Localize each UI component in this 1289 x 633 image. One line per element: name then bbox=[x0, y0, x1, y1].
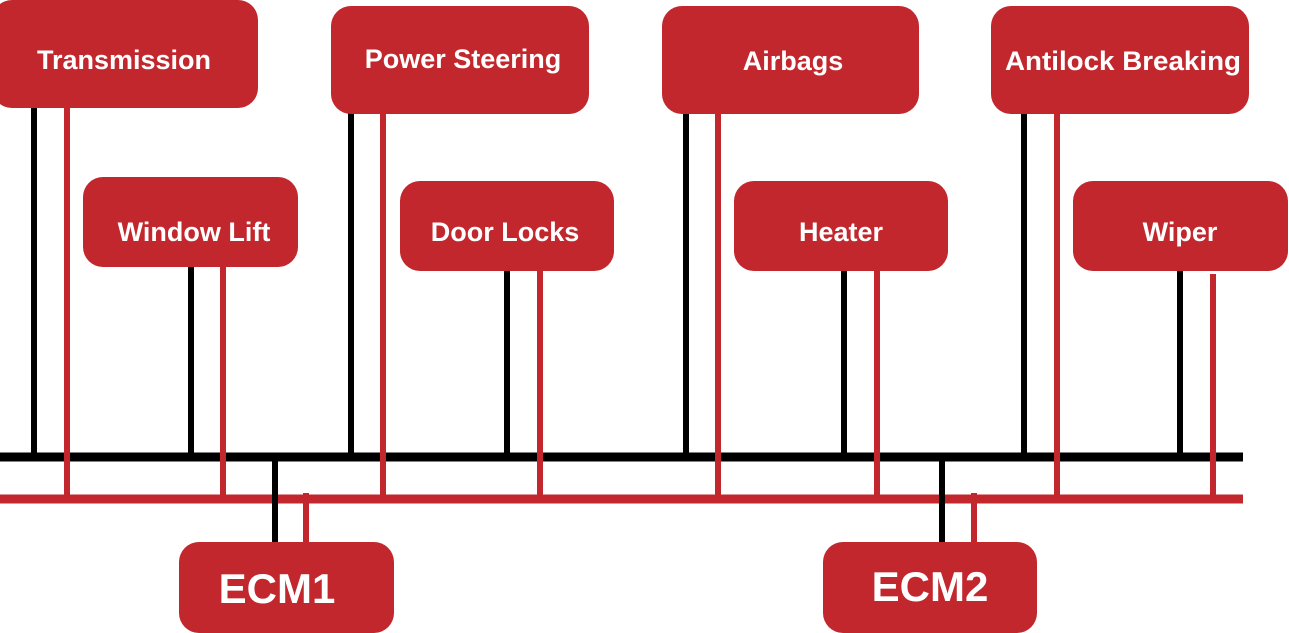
module-transmission: Transmission bbox=[0, 0, 258, 108]
controller-ecm2-box bbox=[823, 542, 1037, 633]
module-door-locks: Door Locks bbox=[400, 181, 614, 271]
module-transmission-label: Transmission bbox=[37, 45, 211, 75]
controller-ecm2-label: ECM2 bbox=[872, 563, 989, 610]
module-airbags: Airbags bbox=[662, 6, 919, 114]
module-window-lift-label: Window Lift bbox=[118, 217, 271, 247]
controller-ecm1-box bbox=[179, 542, 394, 633]
module-power-steering: Power Steering bbox=[331, 6, 589, 114]
module-power-steering-box bbox=[331, 6, 589, 114]
module-antilock-breaking-box bbox=[991, 6, 1249, 114]
controller-ecm1-label: ECM1 bbox=[219, 565, 336, 612]
module-wiper: Wiper bbox=[1073, 181, 1288, 271]
controller-ecm1: ECM1 bbox=[179, 542, 394, 633]
controller-ecm2: ECM2 bbox=[823, 542, 1037, 633]
module-wiper-box bbox=[1073, 181, 1288, 271]
module-door-locks-label: Door Locks bbox=[431, 217, 580, 247]
module-window-lift: Window Lift bbox=[83, 177, 298, 267]
module-power-steering-label: Power Steering bbox=[365, 44, 562, 74]
module-airbags-box bbox=[662, 6, 919, 114]
module-heater: Heater bbox=[734, 181, 948, 271]
module-heater-box bbox=[734, 181, 948, 271]
module-antilock-breaking: Antilock Breaking bbox=[991, 6, 1249, 114]
module-airbags-label: Airbags bbox=[743, 46, 844, 76]
module-transmission-box bbox=[0, 0, 258, 108]
module-heater-label: Heater bbox=[799, 217, 884, 247]
module-wiper-label: Wiper bbox=[1143, 217, 1218, 247]
module-antilock-breaking-label: Antilock Breaking bbox=[1005, 46, 1241, 76]
module-door-locks-box bbox=[400, 181, 614, 271]
module-window-lift-box bbox=[83, 177, 298, 267]
